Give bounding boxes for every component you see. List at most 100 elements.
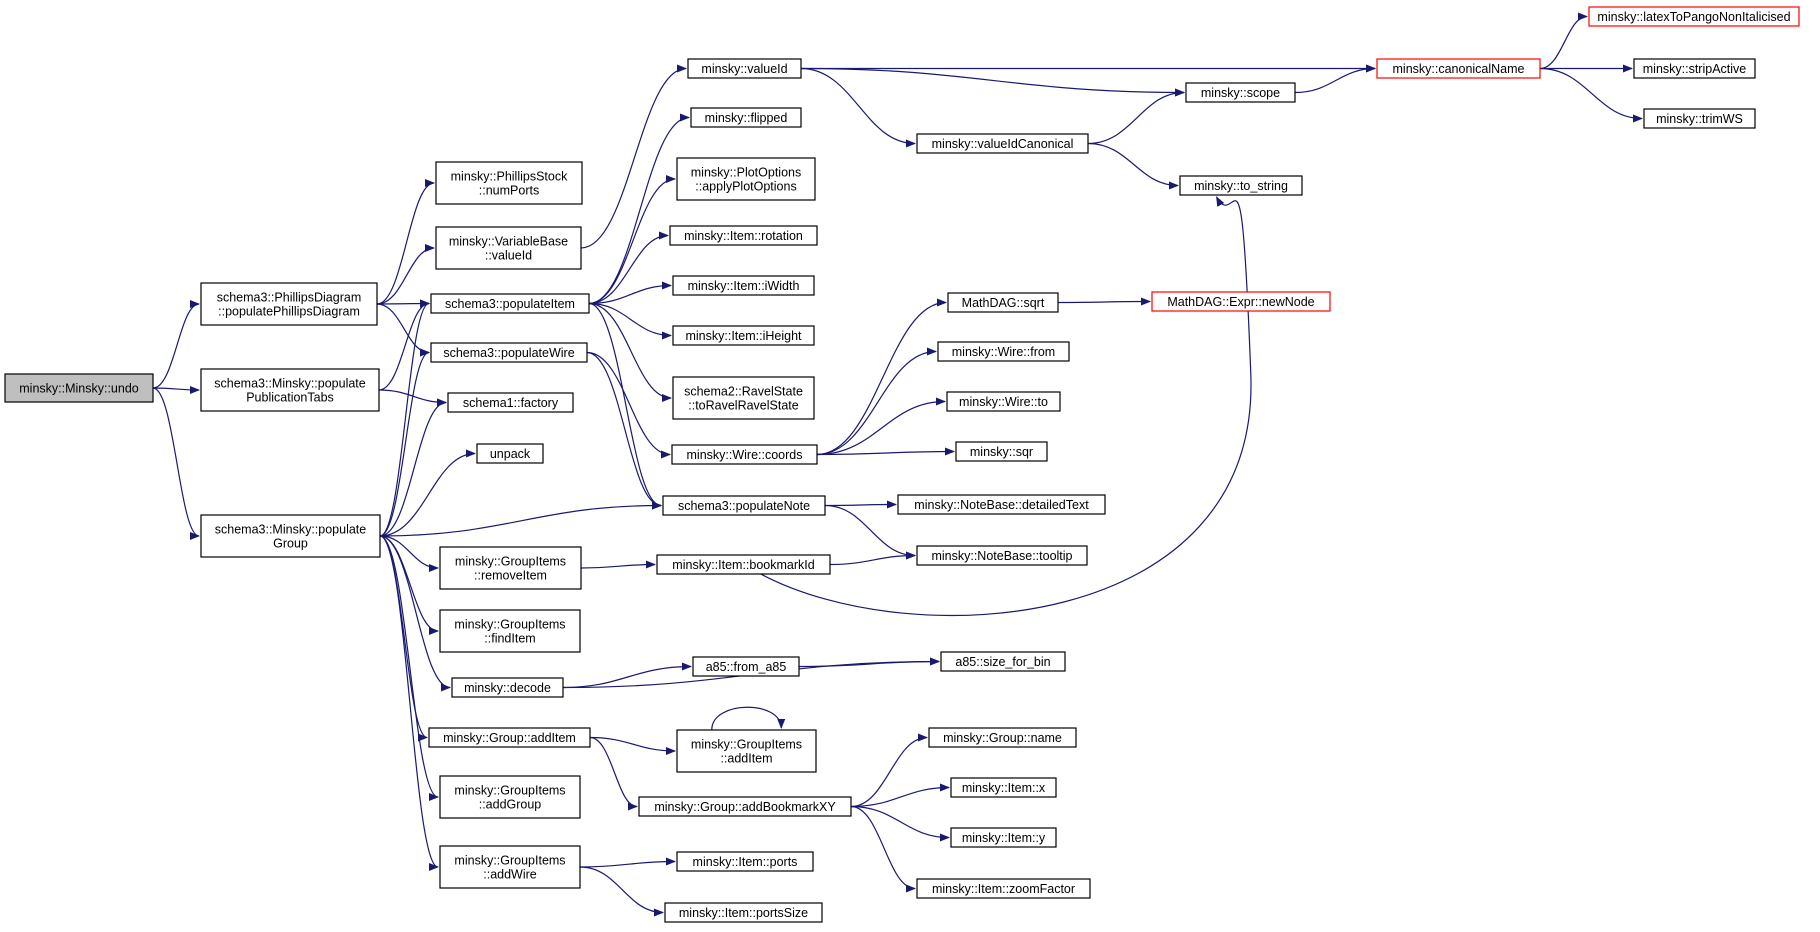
node-label: minsky::decode [464, 681, 551, 695]
node-wire-from[interactable]: minsky::Wire::from [937, 341, 1070, 362]
node-label: ::numPorts [479, 184, 539, 198]
node-box [955, 441, 1048, 462]
node-box [1179, 175, 1303, 196]
node-item-bookmarkid[interactable]: minsky::Item::bookmarkId [656, 554, 831, 575]
node-label: minsky::GroupItems [455, 555, 566, 569]
node-populate-wire[interactable]: schema3::populateWire [430, 342, 588, 363]
edge-populate_group-to-factory [379, 398, 447, 537]
node-unpack[interactable]: unpack [476, 443, 544, 464]
node-new-node[interactable]: MathDAG::Expr::newNode [1151, 291, 1331, 312]
node-box [1588, 6, 1800, 27]
node-label: minsky::NoteBase::detailedText [914, 498, 1089, 512]
node-item-rotation[interactable]: minsky::Item::rotation [669, 225, 818, 246]
node-label: schema3::Minsky::populate [215, 523, 367, 537]
edge-populate_group-to-gi_addwire [379, 535, 439, 871]
edge-populate_item-to-item_rotation [588, 231, 669, 305]
node-detailed-text[interactable]: minsky::NoteBase::detailedText [897, 494, 1106, 515]
node-gi-removeitem[interactable]: minsky::GroupItems::removeItem [439, 546, 582, 590]
node-box [476, 443, 544, 464]
node-item-portssize[interactable]: minsky::Item::portsSize [664, 902, 823, 923]
edge-phillips_diagram-to-populate_item [376, 299, 430, 308]
edge-populate_item-to-item_iheight [588, 302, 672, 340]
node-valueid-canonical[interactable]: minsky::valueIdCanonical [916, 133, 1089, 154]
node-box [672, 325, 815, 346]
node-box [669, 225, 818, 246]
node-box [439, 609, 581, 653]
node-item-iwidth[interactable]: minsky::Item::iWidth [672, 275, 815, 296]
node-label: ::toRavelRavelState [688, 399, 799, 413]
node-size-for-bin[interactable]: a85::size_for_bin [940, 651, 1066, 672]
node-item-zoom[interactable]: minsky::Item::zoomFactor [916, 878, 1091, 899]
edge-populate_group-to-populate_item [379, 299, 430, 537]
node-ravel-state[interactable]: schema2::RavelState::toRavelRavelState [672, 376, 815, 420]
edge-add_bookmark_xy-to-group_name [850, 733, 928, 808]
node-box [676, 851, 814, 872]
node-box [200, 514, 381, 558]
node-factory[interactable]: schema1::factory [447, 392, 574, 413]
node-scope[interactable]: minsky::scope [1185, 82, 1296, 103]
edge-gi_removeitem-to-item_bookmarkid [580, 560, 656, 569]
node-box [947, 292, 1059, 313]
node-box [430, 342, 588, 363]
node-flipped[interactable]: minsky::flipped [690, 107, 802, 128]
edge-item_bookmarkid-to-to_string [760, 196, 1252, 617]
node-strip-active[interactable]: minsky::stripActive [1633, 58, 1756, 79]
node-tooltip[interactable]: minsky::NoteBase::tooltip [916, 545, 1088, 566]
node-box [946, 391, 1061, 412]
node-box [200, 282, 378, 326]
node-undo[interactable]: minsky::Minsky::undo [4, 373, 154, 403]
node-box [451, 677, 564, 698]
node-item-iheight[interactable]: minsky::Item::iHeight [672, 325, 815, 346]
edge-populate_wire-to-populate_note [586, 351, 662, 510]
edge-populate_pubtabs-to-populate_item [378, 299, 430, 391]
edge-undo-to-phillips_diagram [152, 300, 200, 389]
edge-item_bookmarkid-to-tooltip [829, 551, 916, 566]
node-gi-finditem[interactable]: minsky::GroupItems::findItem [439, 609, 581, 653]
node-box [430, 293, 590, 314]
node-phillips-numports[interactable]: minsky::PhillipsStock::numPorts [435, 161, 583, 205]
node-item-ports[interactable]: minsky::Item::ports [676, 851, 814, 872]
node-to-string[interactable]: minsky::to_string [1179, 175, 1303, 196]
node-populate-note[interactable]: schema3::populateNote [662, 495, 826, 516]
edge-populate_note-to-tooltip [824, 504, 916, 560]
node-varbase-valueid[interactable]: minsky::VariableBase::valueId [435, 226, 582, 270]
node-box [916, 878, 1091, 899]
node-item-y[interactable]: minsky::Item::y [950, 827, 1057, 848]
node-label: ::populatePhillipsDiagram [218, 305, 360, 319]
node-label: minsky::Wire::coords [687, 448, 803, 462]
node-label: ::addItem [720, 752, 772, 766]
node-box [676, 157, 816, 201]
node-label: schema3::populateNote [678, 499, 810, 513]
node-gi-additem[interactable]: minsky::GroupItems::addItem [676, 729, 817, 773]
edge-populate_group-to-unpack [379, 449, 476, 537]
node-label: minsky::Item::x [962, 781, 1046, 795]
node-group-name[interactable]: minsky::Group::name [928, 727, 1077, 748]
node-gi-addwire[interactable]: minsky::GroupItems::addWire [439, 845, 581, 889]
node-latex[interactable]: minsky::latexToPangoNonItalicised [1588, 6, 1800, 27]
node-box [692, 656, 800, 677]
node-gi-addgroup[interactable]: minsky::GroupItems::addGroup [439, 775, 581, 819]
node-populate-item[interactable]: schema3::populateItem [430, 293, 590, 314]
node-box [687, 58, 802, 79]
node-wire-coords[interactable]: minsky::Wire::coords [671, 444, 818, 465]
node-add-bookmark-xy[interactable]: minsky::Group::addBookmarkXY [638, 796, 852, 817]
node-decode[interactable]: minsky::decode [451, 677, 564, 698]
node-wire-to[interactable]: minsky::Wire::to [946, 391, 1061, 412]
node-canonical-name[interactable]: minsky::canonicalName [1376, 58, 1541, 79]
node-sqr[interactable]: minsky::sqr [955, 441, 1048, 462]
node-valueid[interactable]: minsky::valueId [687, 58, 802, 79]
edge-canonical_name-to-latex [1539, 12, 1588, 70]
node-trim-ws[interactable]: minsky::trimWS [1643, 108, 1756, 129]
node-box [439, 845, 581, 889]
node-from-a85[interactable]: a85::from_a85 [692, 656, 800, 677]
node-apply-plot-options[interactable]: minsky::PlotOptions::applyPlotOptions [676, 157, 816, 201]
node-item-x[interactable]: minsky::Item::x [950, 777, 1057, 798]
node-group-additem[interactable]: minsky::Group::addItem [428, 727, 591, 748]
edge-phillips_diagram-to-populate_wire [376, 303, 430, 357]
node-mathdag-sqrt[interactable]: MathDAG::sqrt [947, 292, 1059, 313]
node-label: minsky::Item::zoomFactor [932, 882, 1075, 896]
node-label: ::addGroup [479, 798, 542, 812]
node-phillips-diagram[interactable]: schema3::PhillipsDiagram::populatePhilli… [200, 282, 378, 326]
